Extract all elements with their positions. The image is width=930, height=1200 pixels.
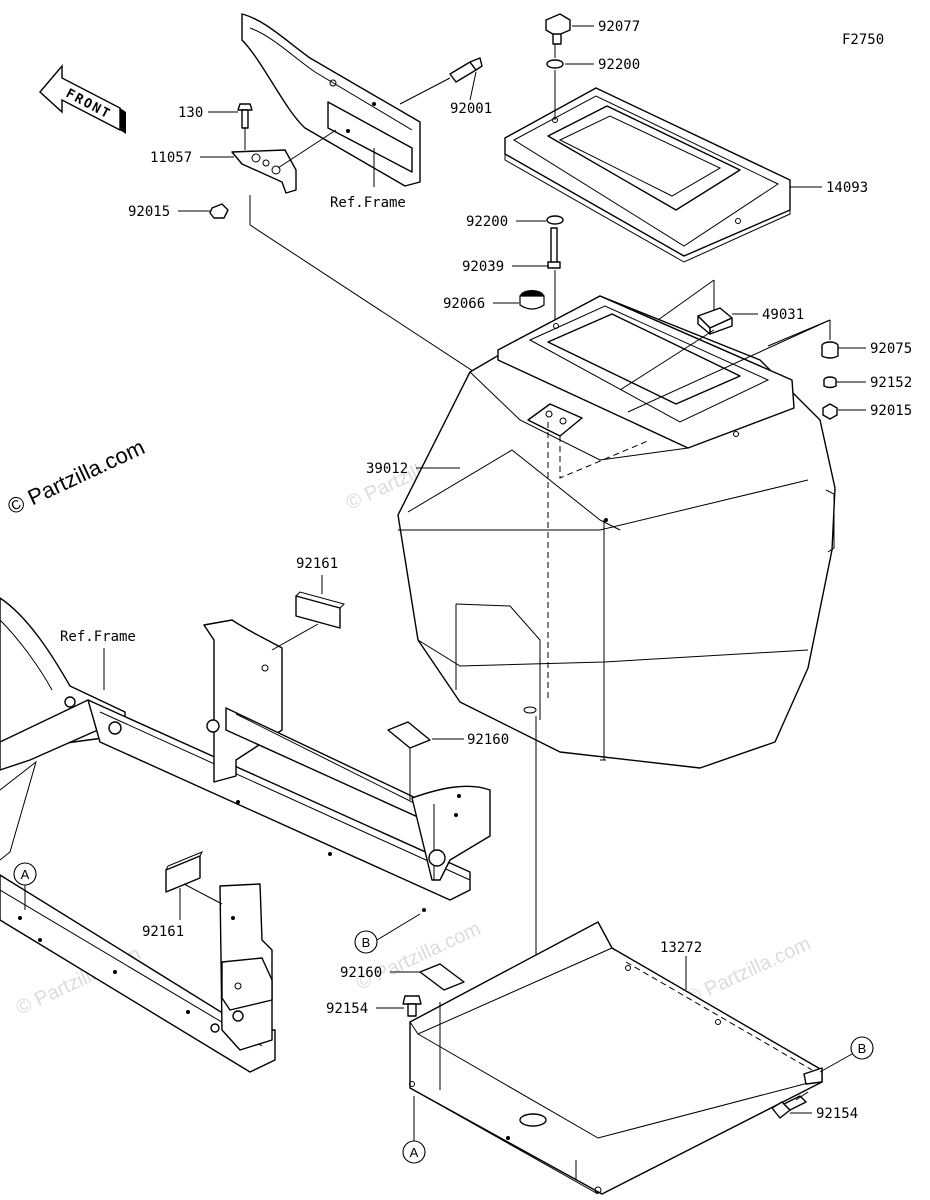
part-label-92160[interactable]: 92160	[340, 965, 382, 981]
label-92161-lower	[165, 851, 204, 893]
clip-49031-icon	[697, 307, 733, 335]
part-label-92200[interactable]: 92200	[466, 214, 508, 230]
grommet-92075-icon	[821, 341, 839, 359]
diagram-code: F2750	[842, 32, 884, 48]
part-label-92015[interactable]: 92015	[128, 204, 170, 220]
key-92077-icon	[545, 13, 571, 45]
faint-watermark: © Partzilla.com	[353, 918, 484, 995]
bolt-92154-icon	[771, 1095, 807, 1119]
part-label-92160[interactable]: 92160	[467, 732, 509, 748]
faint-watermark: © Partzilla.com	[683, 933, 814, 1010]
part-label-92039[interactable]: 92039	[462, 259, 504, 275]
svg-text:A: A	[410, 1145, 419, 1160]
lower-frame	[0, 597, 491, 1073]
part-label-92066[interactable]: 92066	[443, 296, 485, 312]
upper-frame-rail	[241, 13, 421, 187]
front-arrow-icon: FRONT	[39, 64, 126, 134]
watermark: © Partzilla.com	[4, 434, 149, 519]
part-label-11057[interactable]: 11057	[150, 150, 192, 166]
nut-92015-icon	[209, 203, 229, 219]
part-label-92154[interactable]: 92154	[326, 1001, 368, 1017]
part-label-92161[interactable]: 92161	[142, 924, 184, 940]
svg-text:B: B	[858, 1041, 867, 1056]
part-label-92161[interactable]: 92161	[296, 556, 338, 572]
ref-frame-label: Ref.Frame	[330, 195, 406, 211]
part-label-92152[interactable]: 92152	[870, 375, 912, 391]
part-label-92075[interactable]: 92075	[870, 341, 912, 357]
callout-a-lower: A	[402, 1140, 426, 1164]
storage-box-39012	[397, 295, 836, 769]
bracket-11057	[231, 149, 297, 194]
washer-92200-icon	[546, 59, 564, 69]
bolt-92154-icon	[402, 995, 422, 1017]
cap-92066-icon	[519, 290, 545, 310]
part-label-92200[interactable]: 92200	[598, 57, 640, 73]
part-label-49031[interactable]: 49031	[762, 307, 804, 323]
callout-b-upper: B	[354, 930, 378, 954]
callout-a-upper: A	[13, 862, 37, 886]
bolt-130-icon	[237, 103, 253, 129]
lid-14093	[504, 87, 791, 263]
label-92160-lower	[419, 963, 465, 991]
nut-92015-icon	[822, 403, 838, 420]
part-label-92001[interactable]: 92001	[450, 101, 492, 117]
part-label-13272[interactable]: 13272	[660, 940, 702, 956]
ref-frame-label: Ref.Frame	[60, 629, 136, 645]
part-label-130[interactable]: 130	[178, 105, 203, 121]
bolt-92001-icon	[449, 57, 483, 83]
label-92161-upper	[295, 591, 345, 629]
svg-text:B: B	[362, 935, 371, 950]
svg-text:A: A	[21, 867, 30, 882]
part-label-39012[interactable]: 39012	[366, 461, 408, 477]
part-label-14093[interactable]: 14093	[826, 180, 868, 196]
part-label-92015[interactable]: 92015	[870, 403, 912, 419]
part-label-92077[interactable]: 92077	[598, 19, 640, 35]
skid-plate-13272	[409, 921, 823, 1195]
collar-92152-icon	[823, 376, 837, 389]
rivet-92039-icon	[547, 227, 561, 269]
part-label-92154[interactable]: 92154	[816, 1106, 858, 1122]
washer-92200-icon	[546, 215, 564, 225]
callout-b-lower: B	[850, 1036, 874, 1060]
label-92160-upper	[387, 721, 431, 749]
